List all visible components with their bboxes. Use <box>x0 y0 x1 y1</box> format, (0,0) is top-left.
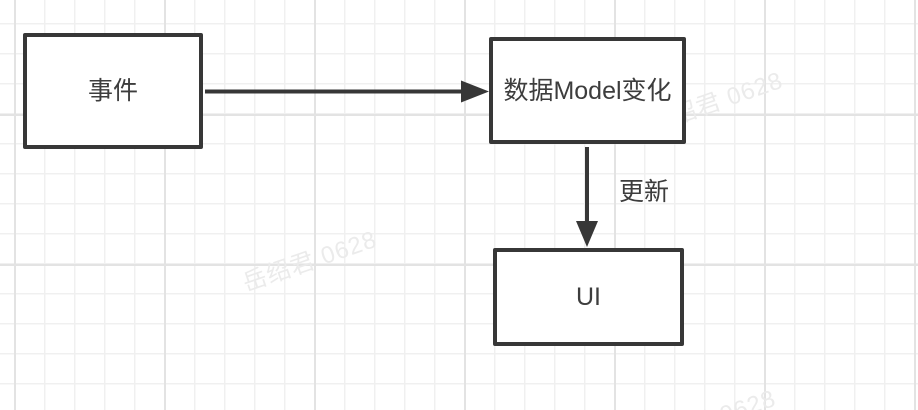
edge-model-to-ui[interactable] <box>576 147 598 247</box>
edge-model-to-ui-label: 更新 <box>619 178 670 206</box>
node-ui-label: UI <box>576 283 601 311</box>
node-event[interactable]: 事件 <box>23 33 203 149</box>
node-event-label: 事件 <box>87 77 138 105</box>
node-model-change-label: 数据Model变化 <box>503 76 672 105</box>
arrowhead-right-icon <box>461 80 489 103</box>
node-model-change[interactable]: 数据Model变化 <box>489 37 686 144</box>
arrowhead-down-icon <box>576 221 598 247</box>
edge-event-to-model[interactable] <box>205 80 489 103</box>
node-ui[interactable]: UI <box>493 248 684 346</box>
